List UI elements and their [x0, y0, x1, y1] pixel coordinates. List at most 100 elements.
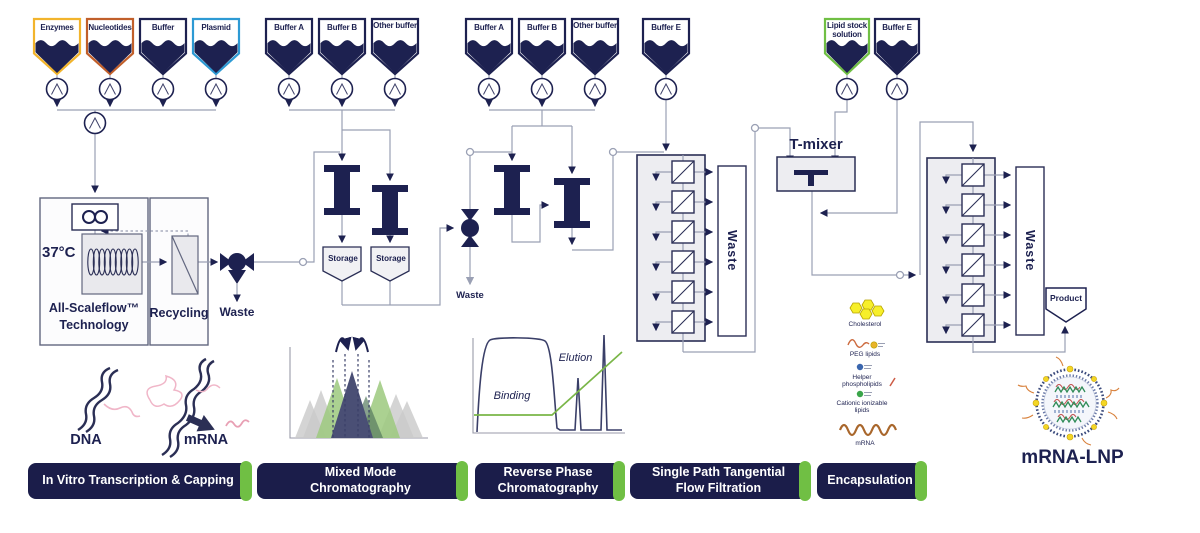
waste-label-1: Waste	[219, 305, 255, 319]
vessel-label-plasmid: Plasmid	[201, 23, 231, 32]
legend-cationic: Cationic ionizable lipids	[836, 400, 888, 415]
three-way-valve	[220, 253, 254, 284]
storage-vessel	[370, 246, 410, 282]
stage-banner-encapsulation: Encapsulation	[817, 461, 927, 501]
temperature-label: 37°C	[42, 244, 76, 261]
column-flange	[554, 221, 590, 228]
stage-banner-ivt: In Vitro Transcription & Capping	[28, 461, 252, 501]
vessel-liquid	[876, 40, 918, 73]
legend-helper: Helper phospholipids	[842, 374, 882, 389]
lnp-particle-illustration	[1017, 356, 1120, 446]
t-mixer-label: T-mixer	[789, 136, 843, 153]
vessel-label-mm-buffer-b: Buffer B	[327, 23, 357, 32]
chromatography-column	[382, 191, 398, 229]
reactor-label-line2: Technology	[59, 318, 129, 332]
lipid-legend-icons	[838, 299, 898, 437]
vessel-liquid	[644, 40, 688, 73]
pump-icon	[530, 77, 554, 101]
elution-label: Elution	[558, 352, 593, 364]
vessel-liquid	[320, 40, 364, 73]
storage-vessel	[322, 246, 362, 282]
mrna-wave-icon	[838, 423, 898, 437]
generated-symbols	[32, 17, 1012, 353]
pump-icon	[83, 111, 107, 135]
tff1-waste-box	[717, 165, 747, 337]
chromatography-column	[504, 171, 520, 209]
mixed-mode-chromatogram	[289, 336, 428, 439]
tff2-waste-label: Waste	[1023, 230, 1038, 272]
vessel-liquid	[141, 40, 185, 73]
pump-icon	[330, 77, 354, 101]
tff-module	[636, 154, 706, 342]
product-vessel	[1045, 287, 1087, 323]
storage-label-2: Storage	[376, 254, 406, 263]
legend-cholesterol: Cholesterol	[848, 321, 882, 328]
tff-module	[926, 157, 996, 343]
storage-label-1: Storage	[328, 254, 358, 263]
chromatography-column	[564, 184, 580, 222]
vessel-liquid	[467, 40, 511, 73]
pump-icon	[45, 77, 69, 101]
column-flange	[494, 208, 530, 215]
cholesterol-icon	[849, 299, 885, 320]
legend-peg: PEG lipids	[849, 351, 881, 358]
vessel-label-buffer: Buffer	[151, 23, 175, 32]
chromatography-column	[334, 171, 350, 209]
reactor-label-line1: All-Scaleflow™	[48, 301, 140, 315]
pump-icon	[151, 77, 175, 101]
pump-icon	[583, 77, 607, 101]
vessel-label-rp-buffer-a: Buffer A	[474, 23, 504, 32]
vessel-liquid	[573, 40, 617, 73]
vessel-liquid	[194, 40, 238, 73]
vessel-liquid	[267, 40, 311, 73]
lnp-peg-dots	[1032, 365, 1108, 441]
coil-icon	[87, 248, 139, 276]
column-flange	[372, 185, 408, 192]
stage-banner-reverse-phase: Reverse Phase Chromatography	[475, 461, 625, 501]
rp-valve	[461, 209, 479, 247]
mrna-label: mRNA	[183, 432, 229, 448]
vessel-label-mm-other: Other buffer	[373, 21, 417, 30]
binding-label: Binding	[493, 390, 531, 402]
connector-ports	[298, 123, 905, 280]
legend-mrna: mRNA	[855, 440, 875, 447]
vessel-label-enzymes: Enzymes	[40, 23, 74, 32]
waste-label-2: Waste	[456, 290, 484, 301]
column-flange	[372, 228, 408, 235]
vessel-label-enc-buffer-e: Buffer E	[882, 23, 912, 32]
pump-icon	[885, 77, 909, 101]
product-label: Product	[1049, 293, 1083, 303]
stage-banner-mixed-mode: Mixed Mode Chromatography	[257, 461, 468, 501]
lnp-peg-tails	[1017, 356, 1120, 446]
pump-icon	[98, 77, 122, 101]
t-mixer-unit	[776, 156, 856, 192]
column-flange	[554, 178, 590, 185]
reverse-phase-chromatogram	[472, 334, 625, 434]
pump-icon	[383, 77, 407, 101]
pump-icon	[477, 77, 501, 101]
tff2-waste-box	[1015, 166, 1045, 336]
pump-icon	[277, 77, 301, 101]
stage-banner-tff: Single Path Tangential Flow Filtration	[630, 461, 811, 501]
pump-icon	[654, 77, 678, 101]
transcription-arrow-icon	[185, 414, 215, 432]
column-flange	[324, 165, 360, 172]
vessel-liquid	[826, 40, 868, 73]
infinity-icon	[82, 210, 108, 224]
tff1-waste-label: Waste	[725, 230, 740, 272]
vessel-label-tff-buffer-e: Buffer E	[651, 23, 681, 32]
helper-phospholipid-icon	[856, 363, 896, 387]
cationic-lipid-icon	[856, 390, 872, 398]
dna-mrna-illustration	[77, 357, 250, 459]
vessel-label-rp-buffer-b: Buffer B	[527, 23, 557, 32]
vessel-liquid	[88, 40, 132, 73]
vessel-label-lipid-stock: Lipid stock solution	[826, 21, 868, 40]
vessel-liquid	[35, 40, 79, 73]
pump-icon	[204, 77, 228, 101]
vessel-label-nucleotides: Nucleotides	[88, 23, 132, 32]
column-flange	[324, 208, 360, 215]
column-flange	[494, 165, 530, 172]
vessel-liquid	[373, 40, 417, 73]
